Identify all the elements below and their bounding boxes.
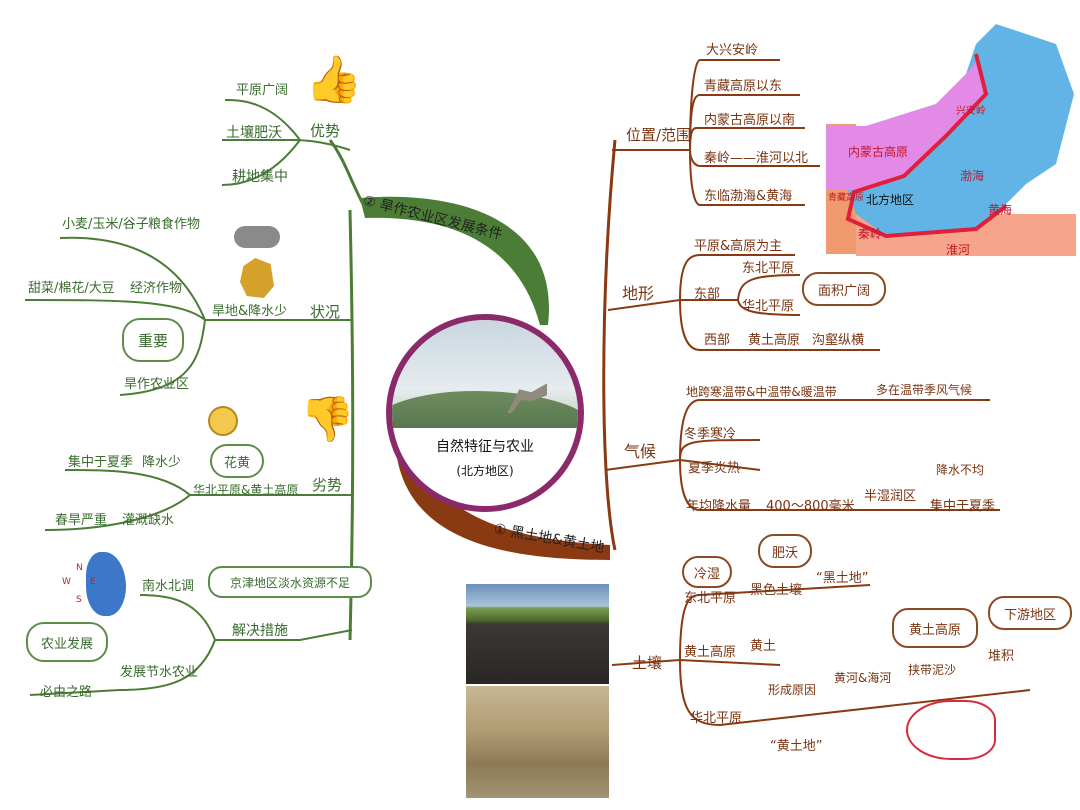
cold-humid-bubble: 冷湿 (682, 556, 732, 588)
loess-plateau-photo (466, 686, 609, 798)
irrigation-shortage: 灌溉缺水 (122, 514, 174, 527)
uneven-rain: 降水不均 (936, 464, 984, 476)
terrain-west: 西部 (704, 334, 730, 347)
alluvial-fan-icon (906, 700, 996, 760)
yellow-land: “黄土地” (770, 740, 822, 753)
dry-farming-area: 旱作农业区 (124, 378, 189, 391)
annual-rainfall: 年均降水量 (686, 500, 751, 513)
ne-plain: 东北平原 (742, 262, 794, 275)
important-bubble: 重要 (122, 318, 184, 362)
fertile-bubble: 肥沃 (758, 534, 812, 568)
soil-nc-plain: 华北平原 (690, 712, 742, 725)
grain-crops: 小麦/玉米/谷子 (62, 218, 149, 231)
deposit: 堆积 (988, 650, 1014, 663)
thumbs-down-icon: 👎 (300, 398, 355, 442)
black-soil: 黑色土壤 (750, 584, 802, 597)
location-label: 位置/范围 (626, 128, 691, 143)
advantage-item: 土壤肥沃 (226, 126, 282, 140)
soil-loess-plateau: 黄土高原 (684, 646, 736, 659)
map-label-tibet: 青藏高原 (828, 191, 864, 203)
center-subtitle: (北方地区) (392, 462, 578, 479)
terrain-label: 地形 (622, 286, 654, 302)
summer-concentrated: 集中于夏季 (930, 500, 995, 513)
climate-type: 多在温带季风气候 (876, 384, 972, 396)
carry-sediment: 挟带泥沙 (908, 664, 956, 676)
nc-plain: 华北平原 (742, 300, 794, 313)
rain-cloud-icon (234, 226, 280, 248)
flower-yellow-bubble: 花黄 (210, 444, 264, 478)
map-label-mongolia: 内蒙古高原 (848, 144, 908, 159)
downstream-bubble: 下游地区 (988, 596, 1072, 630)
location-item: 秦岭——淮河以北 (704, 152, 808, 165)
black-land: “黑土地” (816, 572, 868, 585)
gullies: 沟壑纵横 (812, 334, 864, 347)
north-region-map: 内蒙古高原 北方地区 秦岭 淮河 渤海 黄海 兴安岭 青藏高原 (826, 14, 1076, 256)
vast-area-bubble: 面积广阔 (802, 272, 886, 306)
black-soil-photo (466, 584, 609, 684)
compass-w: W (62, 578, 71, 587)
rivers: 黄河&海河 (834, 672, 891, 684)
status-cause: 旱地&降水少 (212, 305, 287, 318)
location-item: 内蒙古高原以南 (704, 114, 795, 127)
winter-cold: 冬季寒冷 (684, 428, 736, 441)
agriculture-development-bubble: 农业发展 (26, 622, 108, 662)
map-label-north: 北方地区 (866, 192, 914, 207)
semi-humid: 半湿润区 (864, 490, 916, 503)
loess-soil: 黄土 (750, 640, 776, 653)
flower-icon (208, 406, 238, 436)
climate-zones: 地跨寒温带&中温带&暖温带 (686, 386, 837, 398)
center-node: 自然特征与农业 (北方地区) (386, 314, 584, 512)
brown-trunk (604, 140, 615, 550)
loess-plateau-bubble: 黄土高原 (892, 608, 978, 648)
climate-label: 气候 (624, 444, 656, 460)
status-label: 状况 (310, 305, 340, 320)
rain-little: 降水少 (142, 456, 181, 469)
location-item: 东临渤海&黄海 (704, 190, 792, 203)
water-shortage-bubble: 京津地区淡水资源不足 (208, 566, 372, 598)
economic-crops: 甜菜/棉花/大豆 (28, 282, 115, 295)
economic-type: 经济作物 (130, 282, 182, 295)
disadvantages-label: 劣势 (312, 478, 342, 493)
water-saving-agriculture: 发展节水农业 (120, 666, 198, 679)
location-item: 青藏高原以东 (704, 80, 782, 93)
advantage-item: 平原广阔 (236, 84, 288, 97)
necessary-path: 必由之路 (40, 686, 92, 699)
compass-e: E (90, 578, 96, 587)
terrain-main: 平原&高原为主 (694, 240, 782, 253)
rain-summer: 集中于夏季 (68, 456, 133, 469)
advantage-item: 耕地集中 (232, 170, 288, 184)
map-label-xinganling: 兴安岭 (956, 104, 986, 117)
rainfall-range: 400～800毫米 (766, 500, 855, 513)
advantages-label: 优势 (310, 124, 340, 139)
compass-n: N (76, 564, 83, 573)
measures-label: 解决措施 (232, 624, 288, 638)
grain-type: 粮食作物 (148, 218, 200, 231)
center-label: 自然特征与农业 (北方地区) (392, 428, 578, 506)
soil-ne-plain: 东北平原 (684, 592, 736, 605)
terrain-east: 东部 (694, 288, 720, 301)
map-label-bohai: 渤海 (960, 168, 984, 183)
map-label-huai: 淮河 (946, 243, 970, 256)
green-trunk (330, 140, 365, 640)
center-title: 自然特征与农业 (392, 436, 578, 456)
location-item: 大兴安岭 (706, 44, 758, 57)
map-label-yellow-sea: 黄海 (988, 202, 1012, 217)
thumbs-up-icon: 👍 (305, 56, 362, 102)
compass-s: S (76, 596, 82, 605)
disadvantage-cause: 华北平原&黄土高原 (193, 484, 298, 496)
formation-cause: 形成原因 (768, 684, 816, 696)
soil-label: 土壤 (632, 656, 662, 671)
loess-plateau: 黄土高原 (748, 334, 800, 347)
south-north-water: 南水北调 (142, 580, 194, 593)
map-label-qinling: 秦岭 (858, 227, 882, 241)
spring-drought: 春旱严重 (55, 514, 107, 527)
summer-hot: 夏季炎热 (688, 462, 740, 475)
